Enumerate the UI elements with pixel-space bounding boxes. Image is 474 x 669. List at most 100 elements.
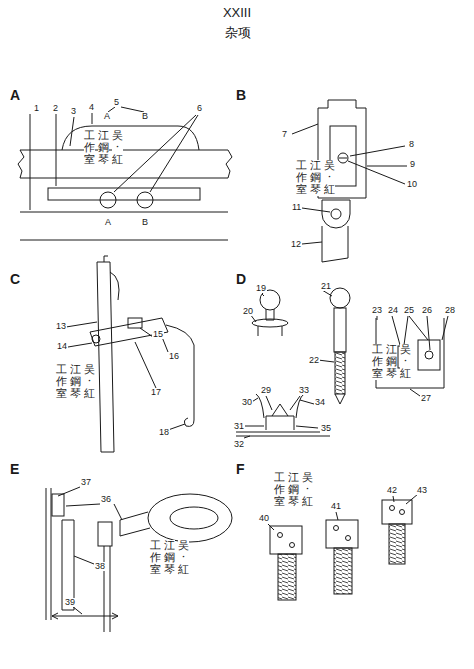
- panel-e-drawing-stroke: [52, 613, 118, 619]
- panel-b-drawing-stroke: [367, 166, 407, 167]
- callout-number: 17: [150, 388, 162, 397]
- panel-e-drawing-stroke: [74, 556, 94, 564]
- callout-number: 33: [298, 386, 310, 395]
- panel-d-drawing-stroke: [335, 352, 345, 394]
- panel-b-drawing: [292, 100, 407, 262]
- panel-d-drawing-stroke: [300, 400, 314, 404]
- panel-e-drawing-stroke: [104, 546, 105, 632]
- title: XXIII: [0, 6, 474, 19]
- callout-number: 27: [420, 394, 432, 403]
- panel-e-drawing-stroke: [52, 494, 64, 516]
- callout-number: 37: [80, 478, 92, 487]
- panel-e-drawing-stroke: [58, 487, 80, 496]
- panel-e-drawing-stroke: [120, 512, 150, 536]
- panel-d-drawing-stroke: [236, 432, 330, 433]
- panel-a-drawing-stroke: [20, 178, 228, 179]
- callout-number: 21: [320, 282, 332, 291]
- panel-f-drawing: [268, 494, 418, 600]
- panel-c-drawing-stroke: [90, 318, 168, 346]
- panel-b-drawing-stroke: [302, 208, 330, 212]
- callout-number: 41: [330, 502, 342, 511]
- watermark-text: 江鋼琴: [386, 344, 397, 380]
- panel-f-drawing-stroke: [389, 524, 405, 564]
- watermark-text: 工作室: [56, 364, 67, 400]
- callout-number: 5: [113, 98, 120, 107]
- watermark-text: 工作室: [296, 160, 307, 196]
- callout-number: 22: [308, 356, 320, 365]
- watermark-text: 吴·紅: [178, 540, 189, 576]
- callout-number: 7: [281, 130, 288, 139]
- panel-f-drawing-stroke: [270, 526, 302, 554]
- panel-a-drawing: [18, 107, 232, 240]
- panel-b-drawing-stroke: [318, 100, 366, 198]
- panel-f-drawing-stroke: [382, 500, 412, 524]
- callout-number: A: [103, 112, 111, 121]
- callout-number: 26: [421, 306, 433, 315]
- panel-letter: B: [236, 88, 246, 102]
- panel-d-drawing-stroke: [266, 416, 294, 430]
- panel-e-drawing-stroke: [148, 494, 232, 542]
- panel-e-drawing-stroke: [46, 488, 47, 620]
- callout-number: 14: [56, 342, 68, 351]
- panel-f-drawing-stroke: [334, 526, 339, 531]
- callout-number: 20: [242, 307, 254, 316]
- callout-number: 24: [387, 306, 399, 315]
- callout-number: 8: [408, 140, 415, 149]
- watermark-text: 吴·紅: [84, 364, 95, 400]
- callout-number: 11: [291, 203, 302, 212]
- panel-f-drawing-stroke: [334, 548, 352, 594]
- panel-b-drawing-stroke: [338, 153, 348, 163]
- panel-b-drawing-stroke: [350, 146, 405, 156]
- panel-c-drawing-stroke: [168, 424, 185, 430]
- panel-f-drawing-stroke: [393, 496, 394, 502]
- callout-number: 39: [64, 598, 76, 607]
- panel-f-drawing-stroke: [278, 533, 283, 538]
- panel-d-drawing-stroke: [442, 316, 448, 340]
- panel-e-drawing-stroke: [51, 488, 52, 620]
- callout-number: 1: [33, 104, 40, 113]
- panel-f-drawing-stroke: [406, 494, 418, 504]
- panel-d-drawing-stroke: [260, 290, 280, 310]
- subtitle: 杂项: [225, 26, 251, 39]
- panel-c-drawing-stroke: [68, 343, 92, 347]
- callout-number: A: [104, 218, 112, 227]
- panel-e-drawing-stroke: [98, 522, 112, 546]
- panel-f-drawing-stroke: [278, 554, 296, 600]
- callout-number: 16: [168, 352, 180, 361]
- callout-number: 36: [100, 495, 112, 504]
- panel-d-drawing-stroke: [244, 426, 264, 427]
- watermark-text: 江鋼琴: [288, 472, 299, 508]
- panel-d-drawing-stroke: [334, 308, 346, 352]
- panel-e-drawing-stroke: [114, 504, 122, 520]
- panel-d-drawing-stroke: [290, 396, 300, 410]
- watermark-text: 工作室: [372, 344, 383, 380]
- callout-number: 12: [290, 240, 302, 249]
- panel-c-drawing: [66, 256, 194, 452]
- panel-d-drawing-stroke: [444, 318, 445, 388]
- watermark-text: 江鋼琴: [98, 130, 109, 166]
- panel-letter: F: [236, 462, 245, 476]
- callout-number: 3: [70, 107, 77, 116]
- panel-a-drawing-stroke: [20, 212, 228, 213]
- panel-a-drawing-stroke: [20, 150, 228, 151]
- panel-d-drawing-stroke: [335, 394, 345, 404]
- callout-number: 25: [403, 306, 415, 315]
- watermark-text: 江鋼琴: [310, 160, 321, 196]
- panel-f-drawing-stroke: [346, 536, 351, 541]
- watermark-text: 吴·紅: [302, 472, 313, 508]
- callout-number: 34: [314, 398, 326, 407]
- watermark-text: 江鋼琴: [164, 540, 175, 576]
- panel-d-drawing-stroke: [330, 288, 350, 308]
- callout-number: B: [141, 218, 149, 227]
- panel-d-drawing-stroke: [404, 316, 408, 345]
- panel-d-drawing-stroke: [266, 309, 274, 320]
- panel-e-drawing-stroke: [72, 606, 82, 614]
- panel-a-drawing-stroke: [100, 192, 116, 208]
- panel-a-drawing-stroke: [18, 150, 24, 178]
- panel-a-drawing-stroke: [56, 114, 57, 186]
- callout-number: 40: [258, 514, 270, 523]
- panel-letter: A: [10, 88, 20, 102]
- callout-number: 30: [241, 398, 253, 407]
- panel-c-drawing-stroke: [104, 256, 108, 262]
